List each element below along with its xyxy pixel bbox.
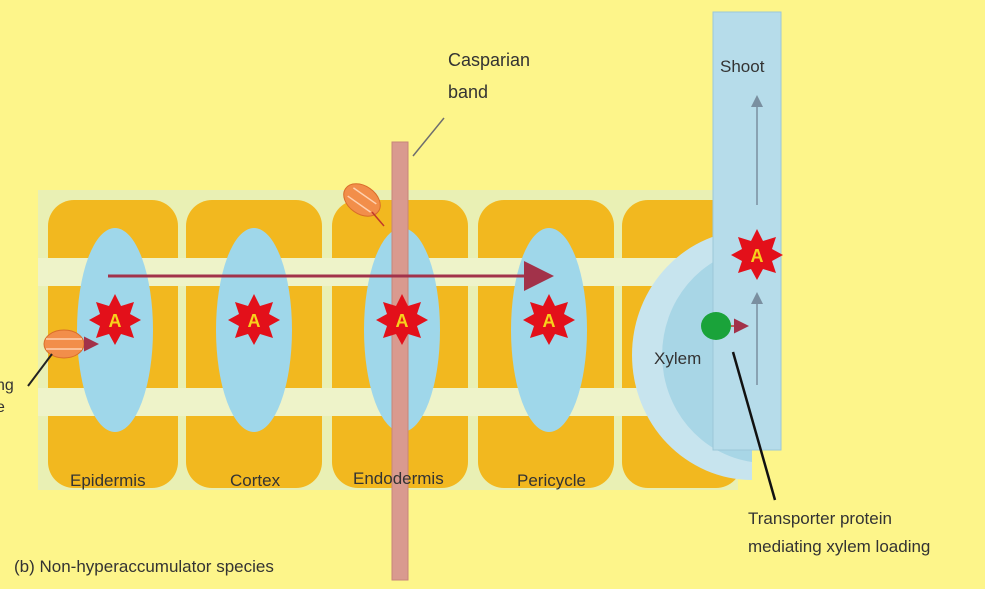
endodermis-label: Endodermis bbox=[353, 469, 444, 488]
cell-pericycle bbox=[478, 200, 614, 488]
ion-letter: A bbox=[543, 311, 556, 331]
left-cut-label-line2: e bbox=[0, 399, 5, 416]
xylem-label: Xylem bbox=[654, 349, 701, 368]
epidermis-label: Epidermis bbox=[70, 471, 146, 490]
left-cut-label-line1: ng bbox=[0, 377, 14, 394]
casparian-pointer bbox=[413, 118, 444, 156]
uptake-protein-left bbox=[44, 330, 84, 358]
casparian-band bbox=[392, 142, 408, 580]
cortex-label: Cortex bbox=[230, 471, 281, 490]
ion-letter: A bbox=[396, 311, 409, 331]
transporter-label-line1: Transporter protein bbox=[748, 509, 892, 528]
shoot-tube bbox=[713, 12, 781, 450]
ion-letter: A bbox=[751, 246, 764, 266]
ion-letter: A bbox=[248, 311, 261, 331]
caption: (b) Non-hyperaccumulator species bbox=[14, 557, 274, 576]
transporter-label-line2: mediating xylem loading bbox=[748, 537, 930, 556]
shoot-label: Shoot bbox=[720, 57, 765, 76]
transporter-protein bbox=[701, 312, 731, 340]
ion-letter: A bbox=[109, 311, 122, 331]
casparian-label-line1: Casparian bbox=[448, 50, 530, 70]
casparian-label-line2: band bbox=[448, 82, 488, 102]
pericycle-label: Pericycle bbox=[517, 471, 586, 490]
